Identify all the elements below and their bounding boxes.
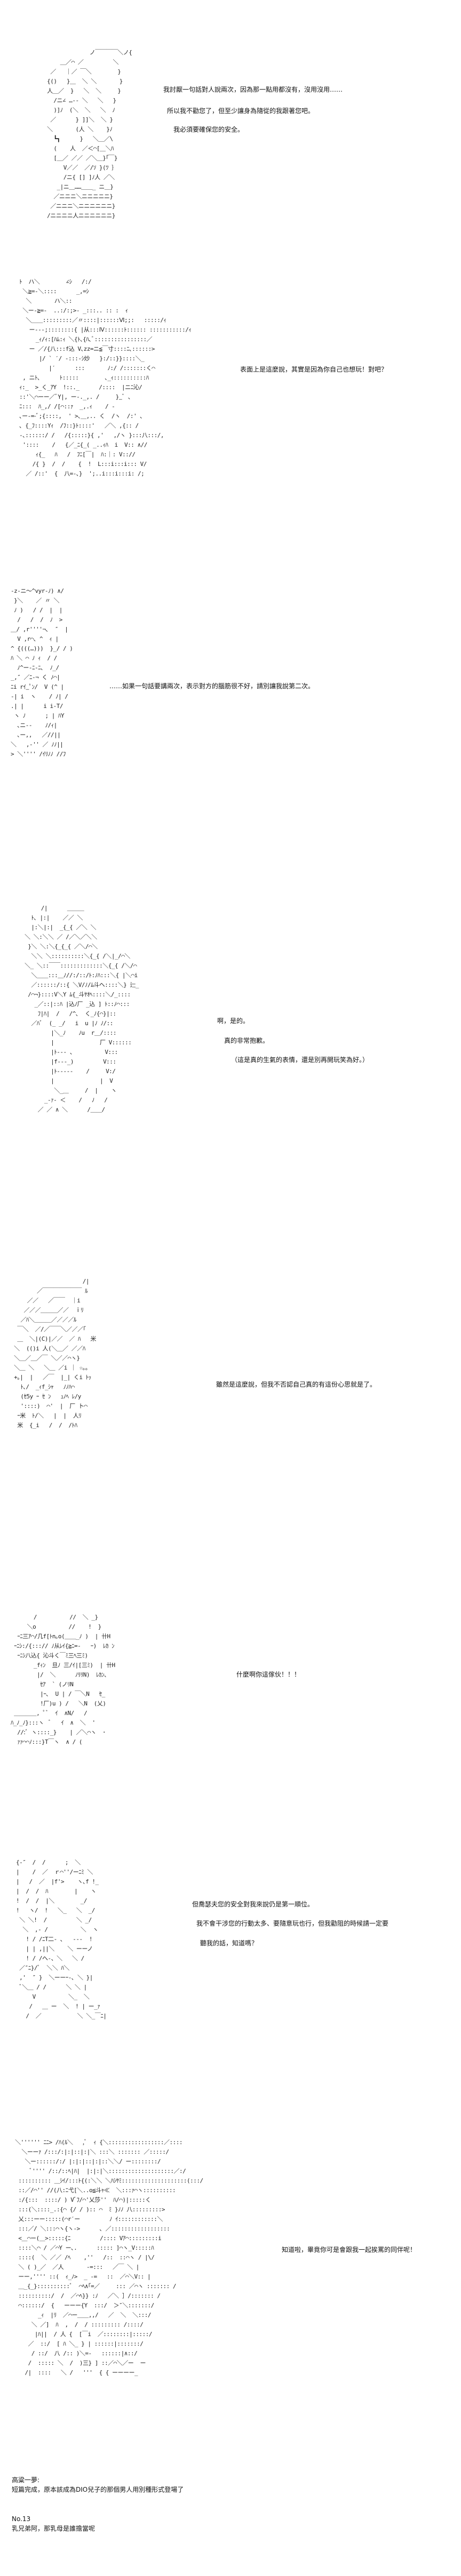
- panel-7: {-″ / / ; ＼ | / ／ ｒ⌒''/ーﾆﾐ ＼ | / ／ |f'> …: [0, 1855, 461, 2058]
- author-notes: 高粱一夢: 短篇完成，原本該成為DIO兒子的那個男人用別種形式登場了 No.13…: [0, 2452, 461, 2576]
- aa-art-shocked-character: / // ＼ _} ＼o // ! } ｰﾆ三ｱ⌒/几f[ﾄn｡o(＿＿_ﾉ )…: [11, 1614, 115, 1745]
- aa-art-hatted-character-grinning: /| ／￣￣￣￣￣￣￣ ﾙ ／／ ／￣￣ ｜i ／／／＿＿＿／／ ｉﾘ ／ﾊ＼＿…: [14, 1278, 96, 1429]
- aa-art-hatted-character-sweating: /| ＿＿＿ ﾄ､ |:| ／／ ＼ |:＼|:| _{_{ ／＼ ＼ ＼ ＼:…: [25, 905, 139, 1113]
- dialogue-line: 表面上是這麼說，其實是因為你自己也想玩！對吧？: [240, 366, 388, 373]
- dialogue-line: 真的非常抱歉。: [224, 1037, 269, 1044]
- dialogue-line: 我必須要確保您的安全。: [173, 126, 244, 133]
- panel-2: ﾄ ハ＼ ∠ｼ /:/ ＼≧=-＼:::: _,=ｼ ＼ ハ＼:: ＼ー-≧=-…: [0, 267, 461, 544]
- aa-art-servant-side-view: {-″ / / ; ＼ | / ／ ｒ⌒''/ーﾆﾐ ＼ | / ／ |f'> …: [16, 1859, 107, 2019]
- panel-1: ノ￣￣￣￣＼ノ{ ＿／⌒ ／ ＼ ／ ｜／ ￣＼ } {() }＿ ＼ ＼ } …: [0, 0, 461, 251]
- dialogue-line: 雖然是這麼說，但我不否認自己真的有這份心思就是了。: [216, 1381, 377, 1388]
- panel-6: / // ＼ _} ＼o // ! } ｰﾆ三ｱ⌒/几f[ﾄn｡o(＿＿_ﾉ )…: [0, 1599, 461, 1775]
- dialogue-line: 聽我的話，知道嗎？: [200, 1939, 258, 1947]
- dialogue-line: ……如果一句話要講兩次，表示對方的腦筋很不好，請別讓我說第二次。: [109, 682, 315, 690]
- aa-art-servant-glaring: -z-ニ～^vyr-ﾉ) ∧/ }＼ ／ 〃 ＼ ﾉ ) / / | | / /…: [11, 587, 73, 758]
- episode-number: No.13: [12, 2515, 31, 2523]
- panel-4: /| ＿＿＿ ﾄ､ |:| ／／ ＼ |:＼|:| _{_{ ／＼ ＼ ＼ ＼:…: [0, 853, 461, 1173]
- dialogue-line: 我討厭一句話對人說兩次，因為那一點用都沒有，沒用沒用……: [163, 86, 343, 93]
- aa-art-servant-profile: ノ￣￣￣￣＼ノ{ ＿／⌒ ／ ＼ ／ ｜／ ￣＼ } {() }＿ ＼ ＼ } …: [47, 49, 132, 219]
- note-body: 短篇完成，原本該成為DIO兒子的那個男人用別種形式登場了: [12, 2486, 184, 2493]
- episode-caption: 乳兄弟阿，那乳母是誰擔當呢: [12, 2525, 96, 2532]
- note-title: 高粱一夢:: [12, 2476, 40, 2484]
- dialogue-line: 我不會干涉您的行動太多、要隨意玩也行，但我勸阻的時候請一定要: [196, 1920, 389, 1927]
- dialogue-line: 知道啦，畢竟你可是會跟我一起挨罵的同伴呢！: [282, 2246, 417, 2253]
- aa-art-two-characters: ＼'''''' ﾆﾆ> /ﾊ(ﾙ＼ ,ﾞ ｨ {＼:::::::::::::::…: [15, 2139, 203, 2376]
- dialogue-line: 所以我不勸您了，但至少讓身為隨從的我跟著您吧。: [167, 107, 315, 115]
- dialogue-line: （這是真的生氣的表情，還是別再開玩笑為好。）: [231, 1056, 369, 1064]
- dialogue-line: 什麼啊你這傢伙！！！: [236, 1671, 301, 1678]
- dialogue-line: 但喬瑟夫您的安全對我來說仍是第一順位。: [192, 1901, 314, 1908]
- dialogue-line: 啊，是的。: [217, 1017, 250, 1025]
- aa-art-hatted-character: ﾄ ハ＼ ∠ｼ /:/ ＼≧=-＼:::: _,=ｼ ＼ ハ＼:: ＼ー-≧=-…: [19, 278, 192, 477]
- panel-5: /| ／￣￣￣￣￣￣￣ ﾙ ／／ ／￣￣ ｜i ／／／＿＿＿／／ ｉﾘ ／ﾊ＼＿…: [0, 1269, 461, 1557]
- panel-8: ＼'''''' ﾆﾆ> /ﾊ(ﾙ＼ ,ﾞ ｨ {＼:::::::::::::::…: [0, 2132, 461, 2410]
- panel-3: -z-ニ～^vyr-ﾉ) ∧/ }＼ ／ 〃 ＼ ﾉ ) / / | | / /…: [0, 554, 461, 832]
